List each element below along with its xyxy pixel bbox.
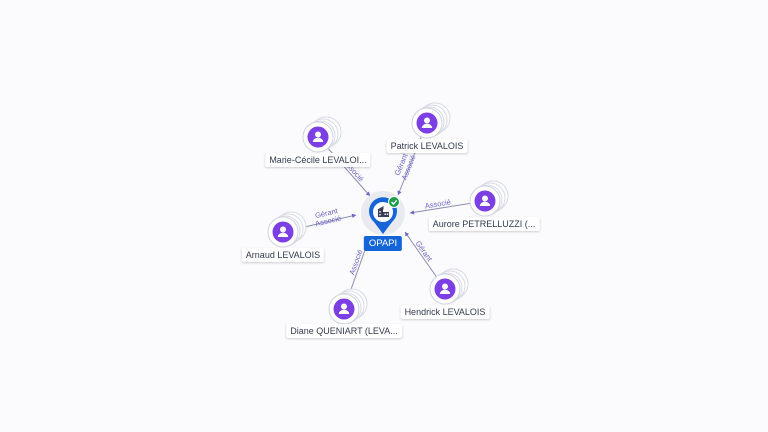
person-name-label[interactable]: Aurore PETRELLUZZI (... <box>428 217 540 231</box>
person-node-aurore[interactable] <box>469 180 509 217</box>
person-node-diane[interactable] <box>328 288 368 325</box>
person-icon <box>312 131 324 142</box>
edge-arrow <box>405 232 410 237</box>
person-icon <box>421 117 433 128</box>
person-name-label[interactable]: Hendrick LEVALOIS <box>400 305 490 319</box>
person-icon <box>439 283 451 294</box>
check-badge-icon <box>388 196 400 208</box>
company-name-label[interactable]: OPAPI <box>363 236 403 251</box>
edge-arrow <box>351 213 356 219</box>
person-node-hendrick[interactable] <box>429 268 469 305</box>
person-name-label[interactable]: Patrick LEVALOIS <box>386 139 468 153</box>
person-icon <box>338 303 350 314</box>
edge-arrow <box>410 210 415 215</box>
edge-role-label: Associé <box>424 197 451 210</box>
edge-arrow <box>365 191 370 196</box>
person-name-label[interactable]: Marie-Cécile LEVALOI... <box>265 153 371 167</box>
person-icon <box>479 195 491 206</box>
company-node[interactable] <box>361 191 405 235</box>
person-node-patrick[interactable] <box>411 102 451 139</box>
edge-role-label: Associé <box>347 248 364 276</box>
building-icon <box>377 206 389 217</box>
person-node-marie-cecile[interactable] <box>302 116 342 153</box>
nodes-layer <box>267 102 509 325</box>
person-name-label[interactable]: Arnaud LEVALOIS <box>241 248 325 262</box>
person-name-label[interactable]: Diane QUENIART (LEVA... <box>286 324 402 338</box>
edge-arrow <box>397 190 402 195</box>
person-node-arnaud[interactable] <box>267 211 307 248</box>
person-icon <box>277 226 289 237</box>
